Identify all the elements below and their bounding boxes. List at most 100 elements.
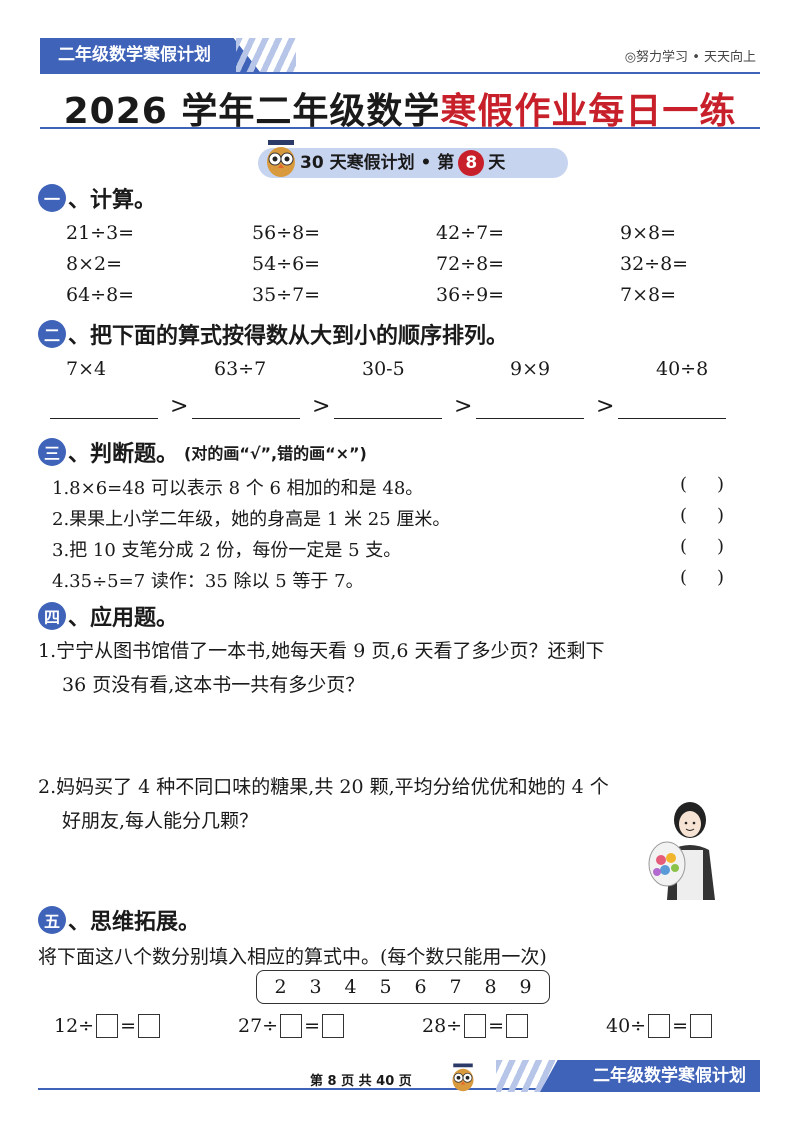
order-expression: 40÷8	[656, 358, 709, 380]
calc-item: 54÷6=	[252, 253, 321, 275]
fill-equation: 28÷ =	[422, 1014, 530, 1038]
section-1-heading: 一 、计算。	[38, 182, 156, 214]
day-plan-prefix: 30 天寒假计划 • 第	[300, 153, 455, 173]
footer-tab: 二年级数学寒假计划	[540, 1060, 760, 1092]
answer-box[interactable]	[96, 1014, 119, 1038]
footer-divider	[38, 1088, 758, 1090]
fill-equation: 27÷ =	[238, 1014, 346, 1038]
question-2-line-2: 好朋友,每人能分几颗？	[62, 810, 259, 832]
equation-left: 27÷	[238, 1015, 279, 1037]
order-expression: 9×9	[510, 358, 551, 380]
fill-equation: 12÷ =	[54, 1014, 162, 1038]
greater-than-sign: >	[596, 394, 615, 419]
title-red-part: 寒假作业每日一练	[440, 91, 737, 132]
header-divider	[40, 72, 760, 74]
calc-item: 7×8=	[620, 284, 677, 306]
answer-blank[interactable]	[618, 418, 726, 419]
greater-than-sign: >	[312, 394, 331, 419]
section-1-title: 、计算。	[68, 188, 157, 213]
question-2-line-1: 2.妈妈买了 4 种不同口味的糖果,共 20 颗,平均分给优优和她的 4 个	[38, 776, 609, 798]
answer-blank[interactable]	[192, 418, 300, 419]
calc-item: 36÷9=	[436, 284, 505, 306]
greater-than-sign: >	[170, 394, 189, 419]
equation-left: 12÷	[54, 1015, 95, 1037]
order-expression: 30-5	[362, 358, 405, 380]
calc-item: 21÷3=	[66, 222, 135, 244]
calc-item: 64÷8=	[66, 284, 135, 306]
section-5-title: 、思维拓展。	[68, 910, 201, 935]
number-bank-item[interactable]: 5	[379, 976, 392, 998]
section-1-badge: 一	[38, 184, 66, 212]
judge-item: 1.8×6=48 可以表示 8 个 6 相加的和是 48。	[52, 478, 424, 499]
number-bank-item[interactable]: 4	[344, 976, 357, 998]
section-2-heading: 二 、把下面的算式按得数从大到小的顺序排列。	[38, 318, 508, 350]
answer-box[interactable]	[464, 1014, 487, 1038]
question-1-line-2: 36 页没有看,这本书一共有多少页？	[62, 674, 365, 696]
answer-blank[interactable]	[334, 418, 442, 419]
judge-answer-paren[interactable]: ()	[680, 474, 755, 495]
judge-answer-paren[interactable]: ()	[680, 505, 755, 526]
answer-box[interactable]	[648, 1014, 671, 1038]
calc-item: 42÷7=	[436, 222, 505, 244]
page-title: 2026 学年二年级数学寒假作业每日一练	[0, 82, 800, 134]
application-question-2: 2.妈妈买了 4 种不同口味的糖果,共 20 颗,平均分给优优和她的 4 个 好…	[38, 770, 768, 838]
section-3-heading: 三 、判断题。 (对的画“√”,错的画“×”)	[38, 436, 367, 468]
section-2-title: 、把下面的算式按得数从大到小的顺序排列。	[68, 324, 509, 349]
calc-item: 72÷8=	[436, 253, 505, 275]
section-3-badge: 三	[38, 438, 66, 466]
answer-box[interactable]	[690, 1014, 713, 1038]
answer-box[interactable]	[280, 1014, 303, 1038]
order-expression: 63÷7	[214, 358, 267, 380]
section-4-title: 、应用题。	[68, 606, 179, 631]
section-3-note: (对的画“√”,错的画“×”)	[184, 444, 367, 463]
page-number: 第 8 页 共 40 页	[310, 1074, 412, 1089]
calc-item: 9×8=	[620, 222, 677, 244]
number-bank-item[interactable]: 6	[414, 976, 427, 998]
judge-item: 3.把 10 支笔分成 2 份，每份一定是 5 支。	[52, 540, 402, 561]
section-5-badge: 五	[38, 906, 66, 934]
judge-answer-paren[interactable]: ()	[680, 536, 755, 557]
judge-item: 4.35÷5=7 读作：35 除以 5 等于 7。	[52, 571, 364, 592]
equals-sign: =	[304, 1015, 321, 1037]
section-5-heading: 五 、思维拓展。	[38, 904, 200, 936]
day-plan-suffix: 天	[488, 153, 506, 173]
header-stripes	[236, 38, 296, 72]
day-plan-pill	[258, 148, 568, 178]
question-1-line-1: 1.宁宁从图书馆借了一本书,她每天看 9 页,6 天看了多少页？还剩下	[38, 640, 605, 662]
application-question-1: 1.宁宁从图书馆借了一本书,她每天看 9 页,6 天看了多少页？还剩下 36 页…	[38, 634, 768, 702]
section-4-heading: 四 、应用题。	[38, 600, 178, 632]
equation-left: 28÷	[422, 1015, 463, 1037]
day-number-badge: 8	[458, 150, 485, 176]
answer-box[interactable]	[322, 1014, 345, 1038]
number-bank-item[interactable]: 8	[484, 976, 497, 998]
judge-item: 2.果果上小学二年级，她的身高是 1 米 25 厘米。	[52, 509, 451, 530]
answer-box[interactable]	[506, 1014, 529, 1038]
title-divider	[40, 127, 760, 129]
owl-icon	[267, 140, 295, 177]
equals-sign: =	[672, 1015, 689, 1037]
number-bank-item[interactable]: 3	[309, 976, 322, 998]
equals-sign: =	[120, 1015, 137, 1037]
header-tab: 二年级数学寒假计划	[40, 38, 260, 72]
calc-item: 32÷8=	[620, 253, 689, 275]
answer-blank[interactable]	[476, 418, 584, 419]
calc-item: 35÷7=	[252, 284, 321, 306]
header-motto: ◎努力学习 • 天天向上	[624, 50, 756, 65]
answer-box[interactable]	[138, 1014, 161, 1038]
greater-than-sign: >	[454, 394, 473, 419]
number-bank-item[interactable]: 9	[519, 976, 532, 998]
owl-icon	[452, 1063, 474, 1092]
answer-blank[interactable]	[50, 418, 158, 419]
number-bank-box: 2 3 4 5 6 7 8 9	[256, 970, 550, 1004]
number-bank-item[interactable]: 7	[449, 976, 462, 998]
equation-left: 40÷	[606, 1015, 647, 1037]
title-black-part: 2026 学年二年级数学	[63, 91, 441, 132]
number-bank-item[interactable]: 2	[274, 976, 287, 998]
equals-sign: =	[488, 1015, 505, 1037]
thinking-instruction: 将下面这八个数分别填入相应的算式中。(每个数只能用一次)	[38, 946, 547, 968]
order-expression: 7×4	[66, 358, 107, 380]
judge-answer-paren[interactable]: ()	[680, 567, 755, 588]
fill-equation: 40÷ =	[606, 1014, 714, 1038]
section-2-badge: 二	[38, 320, 66, 348]
